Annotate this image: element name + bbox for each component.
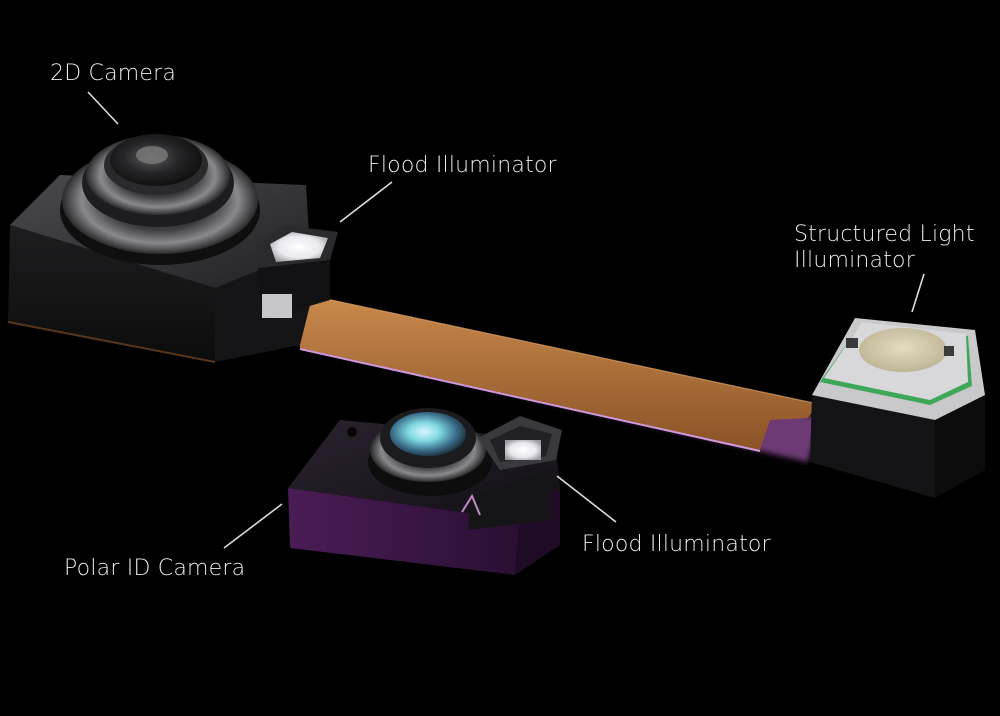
leader-lines	[87, 91, 925, 549]
leader-polar-id	[223, 503, 283, 549]
leader-flood-bottom	[556, 475, 617, 523]
leader-structured-light	[911, 273, 925, 313]
label-flood-illuminator-top: Flood Illuminator	[368, 153, 557, 178]
label-structured-light-line1: Structured Light	[794, 222, 975, 247]
label-structured-light-illuminator: Structured Light Illuminator	[794, 222, 975, 274]
camera-2d-module	[7, 134, 338, 363]
label-flood-illuminator-bottom: Flood Illuminator	[582, 532, 771, 557]
leader-flood-top	[339, 181, 393, 223]
structured-light-module	[810, 318, 985, 498]
label-polar-id-camera: Polar ID Camera	[64, 556, 246, 581]
polar-id-module	[288, 408, 562, 575]
leader-2d-camera	[87, 91, 119, 125]
label-structured-light-line2: Illuminator	[794, 248, 915, 273]
label-2d-camera: 2D Camera	[50, 61, 177, 86]
